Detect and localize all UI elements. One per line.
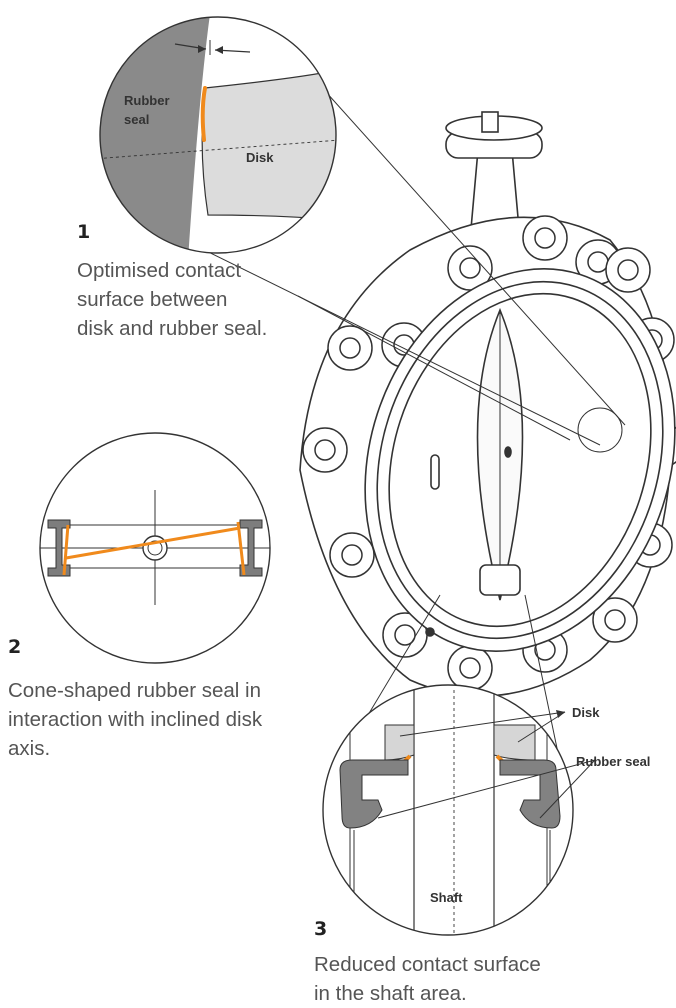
label-rubber-seal-3: Rubber seal xyxy=(576,754,650,769)
callout-number-1: 1 xyxy=(77,221,91,243)
label-shaft: Shaft xyxy=(430,890,463,905)
callout-number-3: 3 xyxy=(314,918,328,940)
callout-caption-3: Reduced contact surface in the shaft are… xyxy=(314,953,541,1005)
valve-body xyxy=(299,111,676,697)
callout-caption-1: Optimised contact surface between disk a… xyxy=(77,259,268,340)
detail-3-circle: Disk Rubber seal Shaft xyxy=(322,684,650,936)
leader-lines-1 xyxy=(179,71,626,446)
detail-1-circle: Rubber seal Disk xyxy=(99,16,337,254)
detail-1-marker xyxy=(577,407,623,453)
callout-caption-2: Cone-shaped rubber seal in interaction w… xyxy=(8,679,263,760)
label-rubber-seal-1-line1: Rubber xyxy=(124,93,170,108)
label-disk-1: Disk xyxy=(246,150,274,165)
label-rubber-seal-1-line2: seal xyxy=(124,112,149,127)
detail-2-circle xyxy=(39,432,271,664)
label-disk-3: Disk xyxy=(572,705,600,720)
callout-number-2: 2 xyxy=(8,636,22,658)
